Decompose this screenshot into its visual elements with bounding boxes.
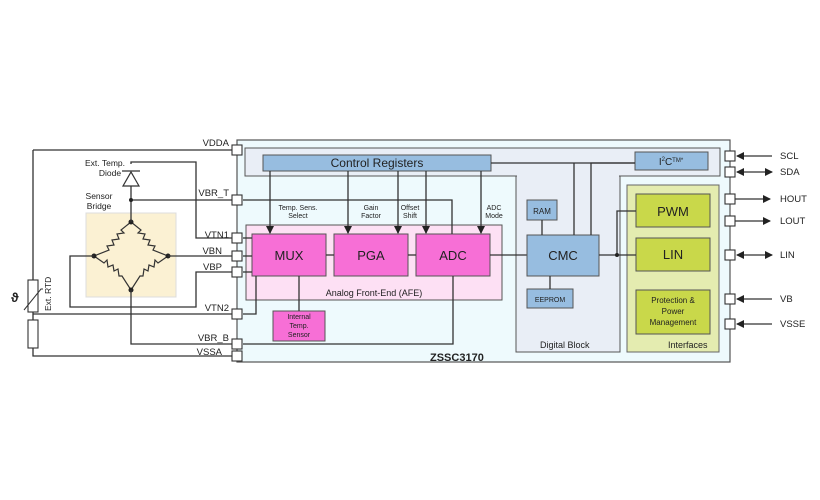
pin-lin: [724, 249, 736, 261]
pin-label-hout: HOUT: [780, 194, 807, 205]
i2c-block: [634, 151, 709, 171]
rtd-resistor: [27, 279, 39, 313]
left-pins: [231, 144, 243, 362]
pin-label-vbr-b: VBR_B: [198, 333, 229, 344]
pin-label-vsse: VSSE: [780, 319, 805, 330]
protection-line2: Power: [662, 307, 685, 316]
pin-label-lout: LOUT: [780, 216, 806, 227]
diode-label-line2: Diode: [99, 168, 121, 178]
temp-diode-icon: [121, 170, 141, 187]
signal-offset-line2: Shift: [403, 213, 417, 220]
theta-symbol: ϑ: [11, 290, 19, 305]
pin-vtn2: [231, 308, 243, 320]
pga-label: PGA: [357, 248, 385, 263]
pin-label-vbn: VBN: [202, 246, 222, 257]
pin-vbr-b: [231, 338, 243, 350]
temp-sensor-line3: Sensor: [288, 332, 311, 339]
pin-label-vdda: VDDA: [203, 138, 230, 149]
eeprom-label: EEPROM: [535, 297, 566, 304]
pin-hout: [724, 193, 736, 205]
interfaces-label: Interfaces: [668, 340, 708, 350]
control-registers-label: Control Registers: [331, 156, 424, 170]
signal-adc-mode-line1: ADC: [487, 205, 502, 212]
wheatstone-bridge-icon: [93, 221, 169, 291]
pin-label-vtn1: VTN1: [205, 230, 229, 241]
mux-label: MUX: [275, 248, 304, 263]
bridge-label-line2: Bridge: [87, 201, 112, 211]
pin-label-vbp: VBP: [203, 262, 222, 273]
signal-gain-line2: Factor: [361, 213, 382, 220]
pin-lout: [724, 215, 736, 227]
pin-vbr-t: [231, 194, 243, 206]
pwm-label: PWM: [657, 204, 689, 219]
i2c-label: I2CTM*: [659, 157, 684, 168]
temp-sensor-line1: Internal: [287, 314, 311, 321]
ram-label: RAM: [533, 207, 551, 216]
temp-sensor-line2: Temp.: [289, 323, 308, 330]
pin-vbn: [231, 250, 243, 262]
bridge-label-line1: Sensor: [86, 191, 113, 201]
digital-block-label: Digital Block: [540, 340, 590, 350]
pin-vb: [724, 293, 736, 305]
signal-offset-line1: Offset: [401, 205, 420, 212]
pin-vsse: [724, 318, 736, 330]
cmc-label: CMC: [548, 248, 578, 263]
pin-vssa: [231, 350, 243, 362]
right-pins: [724, 150, 736, 330]
pin-label-vtn2: VTN2: [205, 303, 229, 314]
pin-sda: [724, 166, 736, 178]
cmc-block: [526, 234, 600, 277]
signal-temp-sens-line1: Temp. Sens.: [279, 205, 318, 212]
pin-label-vbr-t: VBR_T: [198, 188, 229, 199]
pin-label-lin: LIN: [780, 250, 795, 261]
diode-label-line1: Ext. Temp.: [85, 158, 125, 168]
signal-temp-sens-line2: Select: [288, 213, 308, 220]
pin-vdda: [231, 144, 243, 156]
pwm-block: [635, 193, 711, 228]
fixed-resistor: [27, 319, 39, 349]
rtd-label: Ext. RTD: [43, 277, 53, 311]
protection-line3: Management: [650, 318, 697, 327]
signal-adc-mode-line2: Mode: [485, 213, 503, 220]
protection-power-block: [635, 289, 711, 335]
sensor-bridge-area: [85, 212, 177, 298]
afe-label: Analog Front-End (AFE): [326, 288, 423, 298]
protection-line1: Protection &: [651, 296, 695, 305]
adc-label: ADC: [439, 248, 466, 263]
lin-block: [635, 237, 711, 272]
pin-scl: [724, 150, 736, 162]
chip-name: ZSSC3170: [430, 352, 484, 364]
pin-label-sda: SDA: [780, 167, 800, 178]
signal-gain-line1: Gain: [364, 205, 379, 212]
pin-vtn1: [231, 232, 243, 244]
pin-label-scl: SCL: [780, 151, 798, 162]
pin-vbp: [231, 266, 243, 278]
pin-label-vb: VB: [780, 294, 793, 305]
pin-label-vssa: VSSA: [197, 347, 223, 358]
lin-label: LIN: [663, 247, 683, 262]
